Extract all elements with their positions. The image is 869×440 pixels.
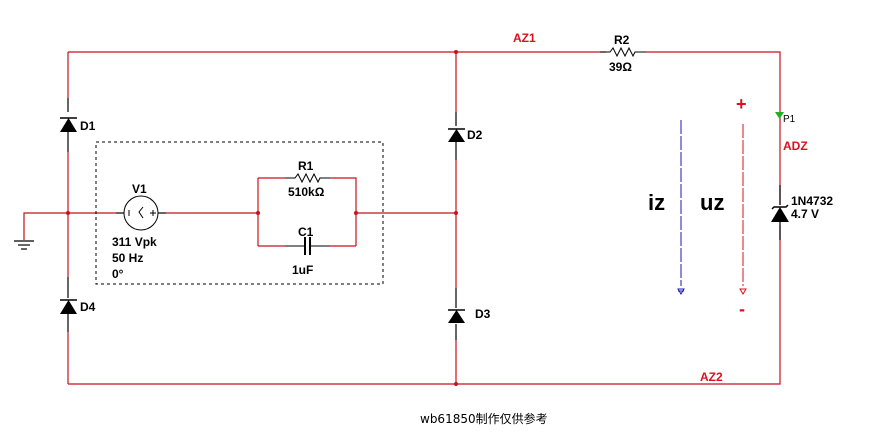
diode-d3[interactable]: D3 bbox=[448, 307, 491, 323]
ground-icon bbox=[14, 240, 34, 250]
ac-source-icon bbox=[123, 195, 159, 231]
wire-top-right bbox=[646, 51, 781, 205]
probe-icon bbox=[775, 112, 784, 119]
wire-ground bbox=[23, 212, 68, 240]
caption-text: wb61850制作仅供参考 bbox=[420, 411, 548, 426]
resistor-r1[interactable]: R1 510kΩ bbox=[285, 159, 330, 199]
c1-value: 1uF bbox=[292, 263, 313, 277]
subcircuit-box[interactable] bbox=[95, 141, 384, 285]
r2-label: R2 bbox=[614, 33, 630, 47]
diode-icon bbox=[448, 129, 465, 142]
sine-icon bbox=[138, 206, 144, 219]
diode-icon bbox=[60, 118, 77, 132]
plus-sign: + bbox=[736, 94, 747, 114]
diode-icon bbox=[448, 310, 465, 323]
v1-amplitude: 311 Vpk bbox=[112, 235, 157, 249]
junction-dot bbox=[454, 211, 458, 215]
diode-icon bbox=[60, 300, 77, 314]
junctions bbox=[66, 50, 458, 386]
net-label-az2: AZ2 bbox=[700, 370, 723, 384]
capacitor-c1[interactable]: C1 1uF bbox=[285, 225, 330, 277]
net-label-az1: AZ1 bbox=[513, 31, 536, 45]
resistor-icon bbox=[600, 46, 646, 58]
net-label-adz: ADZ bbox=[783, 139, 808, 153]
arrow-down-icon bbox=[739, 288, 747, 295]
diode-d2[interactable]: D2 bbox=[448, 128, 483, 142]
resistor-icon bbox=[285, 172, 330, 184]
v1-phase: 0° bbox=[112, 267, 124, 281]
wire-bottom bbox=[68, 225, 781, 385]
junction-dot bbox=[354, 211, 358, 215]
diode-d1-label: D1 bbox=[80, 119, 96, 133]
v1-label: V1 bbox=[132, 182, 147, 196]
voltage-arrow bbox=[739, 124, 747, 295]
c1-label: C1 bbox=[298, 225, 314, 239]
r2-value: 39Ω bbox=[609, 60, 632, 74]
zener-icon bbox=[771, 207, 789, 222]
current-arrow bbox=[677, 120, 685, 295]
r1-label: R1 bbox=[298, 159, 314, 173]
junction-dot bbox=[66, 211, 70, 215]
zener-model: 1N4732 bbox=[791, 194, 833, 208]
junction-dot bbox=[256, 211, 260, 215]
current-label-iz: iz bbox=[648, 190, 665, 215]
diode-d2-label: D2 bbox=[467, 128, 483, 142]
junction-dot bbox=[454, 50, 458, 54]
diode-d4[interactable]: D4 bbox=[60, 299, 96, 314]
diode-d1[interactable]: D1 bbox=[60, 117, 96, 133]
diode-d4-label: D4 bbox=[80, 300, 96, 314]
zener-diode[interactable]: 1N4732 4.7 V bbox=[771, 185, 833, 240]
probe-label: P1 bbox=[783, 114, 796, 125]
minus-sign: - bbox=[739, 299, 745, 319]
resistor-r2[interactable]: R2 39Ω bbox=[600, 33, 646, 74]
junction-dot bbox=[454, 382, 458, 386]
voltage-label-uz: uz bbox=[700, 190, 724, 215]
v1-frequency: 50 Hz bbox=[112, 251, 143, 265]
wires bbox=[23, 51, 781, 385]
diode-d3-label: D3 bbox=[475, 307, 491, 321]
zener-voltage: 4.7 V bbox=[791, 207, 819, 221]
probe-p1[interactable]: P1 bbox=[775, 112, 796, 125]
r1-value: 510kΩ bbox=[288, 185, 325, 199]
ac-source-v1[interactable]: V1 311 Vpk 50 Hz 0° bbox=[112, 182, 159, 281]
